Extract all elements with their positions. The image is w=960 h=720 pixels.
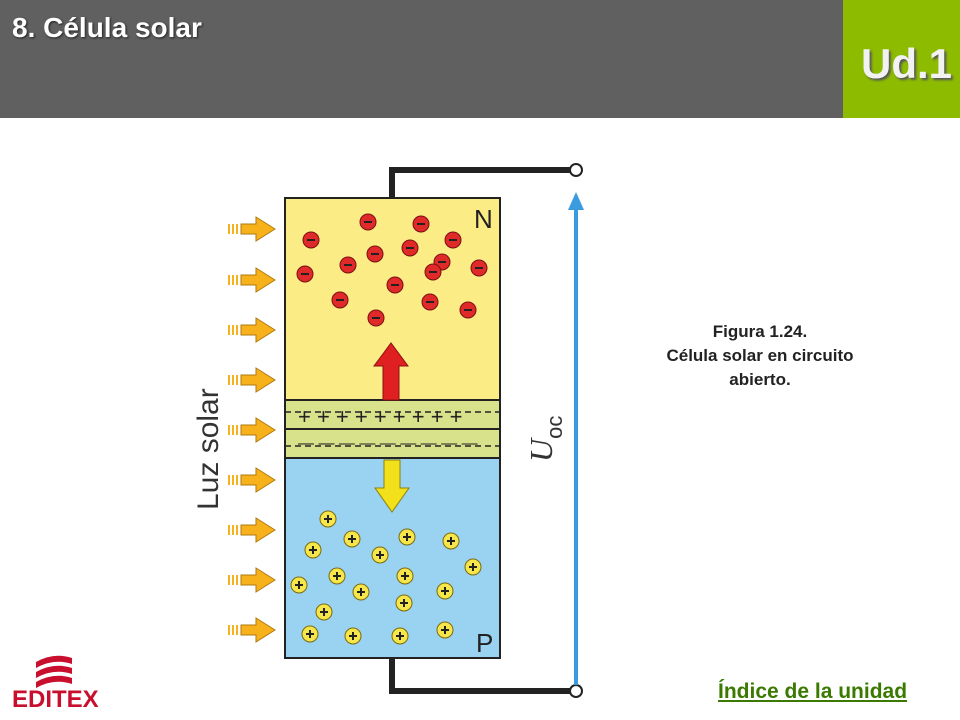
hole xyxy=(319,510,337,528)
header-bar: 8. Célula solar xyxy=(0,0,843,118)
electron xyxy=(459,301,477,319)
hole xyxy=(436,582,454,600)
editex-logo-text: EDITEX xyxy=(12,686,99,713)
voltage-arrow-head xyxy=(568,192,584,210)
hole xyxy=(436,621,454,639)
hole xyxy=(290,576,308,594)
top-wire xyxy=(389,167,576,198)
caption-line-3: abierto. xyxy=(729,370,791,389)
voltage-subscript: oc xyxy=(542,416,567,439)
hole xyxy=(301,625,319,643)
electron xyxy=(339,256,357,274)
electron xyxy=(366,245,384,263)
electron xyxy=(367,309,385,327)
electron xyxy=(302,231,320,249)
page-title: 8. Célula solar xyxy=(12,12,202,43)
electron xyxy=(331,291,349,309)
caption-line-1: Figura 1.24. xyxy=(712,322,808,341)
hole-drift-down-arrow xyxy=(374,459,410,513)
electron xyxy=(386,276,404,294)
hole xyxy=(352,583,370,601)
hole xyxy=(395,594,413,612)
voltage-label: Uoc xyxy=(523,416,567,462)
junction-positive-charges: + + + + + + + + + xyxy=(298,404,463,429)
electron xyxy=(359,213,377,231)
hole xyxy=(328,567,346,585)
figure-caption: Figura 1.24. Célula solar en circuito ab… xyxy=(620,320,900,392)
top-terminal xyxy=(569,163,583,177)
electron xyxy=(444,231,462,249)
voltage-symbol: U xyxy=(523,437,559,462)
p-label: P xyxy=(476,628,493,658)
sunlight-arrow xyxy=(228,417,276,443)
hole xyxy=(464,558,482,576)
index-link[interactable]: Índice de la unidad xyxy=(718,680,908,703)
hole xyxy=(344,627,362,645)
hole xyxy=(391,627,409,645)
n-label: N xyxy=(474,204,493,234)
sunlight-arrow xyxy=(228,467,276,493)
sunlight-arrow xyxy=(228,617,276,643)
caption-line-2: Célula solar en circuito xyxy=(666,346,854,365)
sunlight-arrow xyxy=(228,567,276,593)
svg-text:Uoc: Uoc xyxy=(523,416,567,462)
hole xyxy=(371,546,389,564)
electron xyxy=(421,293,439,311)
holes xyxy=(290,510,482,645)
hole xyxy=(396,567,414,585)
sunlight-arrow xyxy=(228,317,276,343)
bottom-terminal xyxy=(569,684,583,698)
editex-logo-icon xyxy=(36,655,72,688)
bottom-wire xyxy=(389,658,576,694)
unit-badge[interactable]: Ud.1 xyxy=(843,0,960,118)
hole xyxy=(343,530,361,548)
electron xyxy=(401,239,419,257)
junction-negative-charges: — — — — — — — — — xyxy=(298,435,478,452)
sunlight-arrow xyxy=(228,517,276,543)
sunlight-arrow xyxy=(228,267,276,293)
unit-label: Ud.1 xyxy=(860,40,952,87)
sunlight-label: Luz solar xyxy=(192,388,225,510)
electron xyxy=(296,265,314,283)
hole xyxy=(304,541,322,559)
electron xyxy=(412,215,430,233)
sunlight-arrow xyxy=(228,367,276,393)
hole xyxy=(398,528,416,546)
electron xyxy=(424,263,442,281)
electron xyxy=(470,259,488,277)
hole xyxy=(442,532,460,550)
solar-cell-diagram: + + + + + + + + + — — — — — — — — — N P … xyxy=(36,163,584,698)
electron-drift-up-arrow xyxy=(373,342,409,401)
electrons xyxy=(296,213,488,327)
sunlight-arrow xyxy=(228,216,276,242)
hole xyxy=(315,603,333,621)
sunlight-arrows xyxy=(228,216,276,643)
